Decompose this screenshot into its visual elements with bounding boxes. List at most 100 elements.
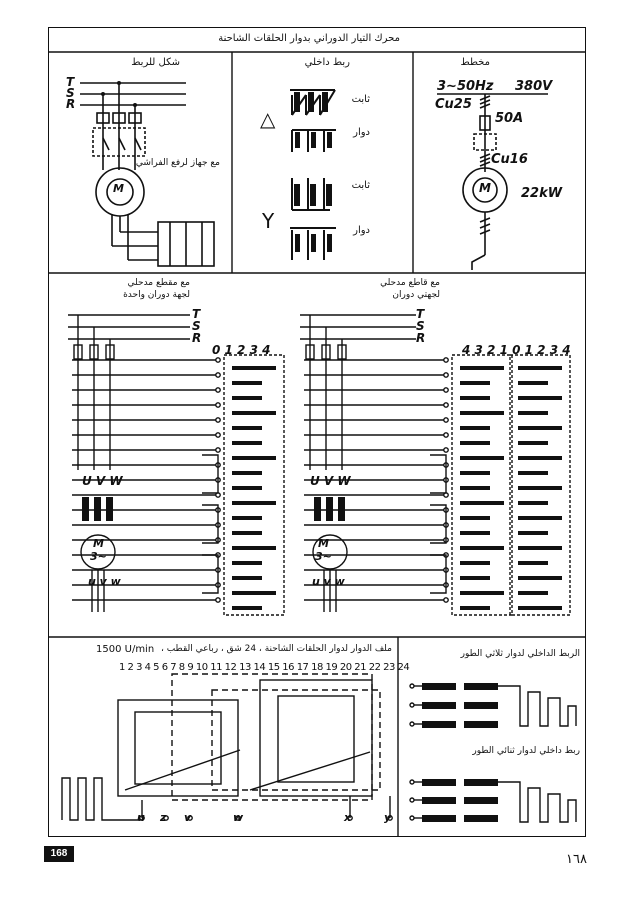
drum-bar [460, 366, 504, 370]
drum-bar [518, 396, 562, 400]
motor-label-schematic: M [479, 181, 491, 195]
drum-bar [460, 396, 490, 400]
drum-bar [460, 561, 490, 565]
drum-bar [460, 456, 504, 460]
drum-bar [518, 546, 562, 550]
step-connector [498, 781, 577, 823]
drum-bar [518, 426, 562, 430]
drum-bar [232, 411, 276, 415]
two-phase-rotor-heading: ربط داخلي لدوار ثنائي الطور [472, 746, 580, 756]
drum-bar [232, 396, 262, 400]
two-direction-heading-1: مع قاطع مدحلي [380, 278, 440, 288]
stator-coil [94, 497, 101, 521]
fuse [89, 344, 99, 360]
stator-terminals-1: U V W [82, 474, 123, 488]
fuse-rating-label: 50A [495, 111, 524, 126]
winding-heading: ملف الدوار لدوار الحلقات الشاحنة ، 24 شق… [160, 644, 392, 654]
fuse [337, 344, 347, 360]
drum-bar [232, 516, 262, 520]
coil-bar [422, 721, 456, 728]
page-number-arabic: ١٦٨ [566, 852, 587, 867]
drum-bar [460, 591, 504, 595]
coil-bar [464, 721, 498, 728]
drum-bar [232, 501, 276, 505]
drum-bar [518, 381, 548, 385]
drum-bar [518, 441, 548, 445]
stator-label-delta: ثابت [351, 94, 370, 105]
fuse [105, 344, 115, 360]
terminal-dot [409, 815, 415, 821]
drum-bar [232, 456, 276, 460]
terminal-y: y [384, 811, 392, 824]
phase-label-r-3: R [416, 331, 426, 345]
one-direction-heading-1: مع مقطع مدحلي [127, 278, 190, 288]
coil-bar [422, 797, 456, 804]
two-direction-heading-2: لجهتي دوران [392, 290, 440, 300]
drum-bar [518, 471, 548, 475]
stator-coil [82, 497, 89, 521]
drum-outline [223, 354, 285, 616]
terminal-dot [235, 815, 241, 821]
internal-heading: ربط داخلي [304, 57, 350, 68]
terminal-z: z [160, 811, 167, 824]
delta-symbol: △ [260, 107, 276, 131]
coil-bar [464, 815, 498, 822]
winding-loop-dashed [171, 673, 373, 801]
rotor-label-delta: دوار [353, 127, 370, 138]
drum-bar [460, 546, 504, 550]
star-symbol: Y [262, 209, 275, 233]
drum-bar [518, 516, 562, 520]
drum-bar [518, 486, 562, 490]
three-phase-rotor-heading: الربط الداخلي لدوار ثلاثي الطور [460, 649, 580, 659]
stator-coil [326, 497, 333, 521]
fuse [321, 344, 331, 360]
coil-bar [422, 683, 456, 690]
motor-label-2: M [93, 537, 104, 550]
terminal-dot [409, 797, 415, 803]
stator-coil [314, 497, 321, 521]
terminal-dot [187, 815, 193, 821]
drum-bar [460, 531, 490, 535]
motor-label-3: M [318, 537, 329, 550]
coil-bar [422, 702, 456, 709]
phase-label-t-3: T [416, 307, 425, 321]
terminal-v: v [184, 811, 192, 824]
drum-bar [232, 486, 262, 490]
drum-outline [509, 354, 571, 616]
drum-bar [460, 516, 490, 520]
drum-bar [518, 591, 548, 595]
drum-bar [460, 471, 490, 475]
resistor-group [430, 504, 447, 544]
drum-bar [518, 531, 548, 535]
terminal-dot [163, 815, 169, 821]
drum-bar [232, 546, 276, 550]
coil-bar [422, 779, 456, 786]
terminal-x: x [344, 811, 352, 824]
resistor-group [430, 554, 447, 594]
resistor-group [202, 454, 219, 494]
drum-bar [232, 381, 262, 385]
outer-frame [48, 27, 586, 837]
drum-bar [518, 366, 562, 370]
coil-bar [464, 683, 498, 690]
switch-positions-2: 4 3 2 1 0 1 2 3 4 [462, 343, 571, 357]
page-title: محرك التيار الدوراني بدوار الحلقات الشاح… [218, 33, 400, 44]
winding-loop [117, 699, 239, 797]
winding-loop-dashed [211, 689, 381, 791]
drum-outline [451, 354, 513, 616]
phase-label-s-3: S [416, 319, 425, 333]
drum-bar [232, 531, 262, 535]
drum-bar [518, 576, 562, 580]
drum-bar [460, 381, 490, 385]
winding-cross [249, 751, 371, 791]
step-connector [498, 685, 577, 727]
drum-bar [518, 411, 548, 415]
switch-positions-1: 0 1 2 3 4 [212, 343, 271, 357]
coil-bar [422, 815, 456, 822]
coil-bar [464, 797, 498, 804]
phase-label-r: R [66, 97, 76, 111]
motor-sub-3: 3∼ [315, 550, 332, 563]
